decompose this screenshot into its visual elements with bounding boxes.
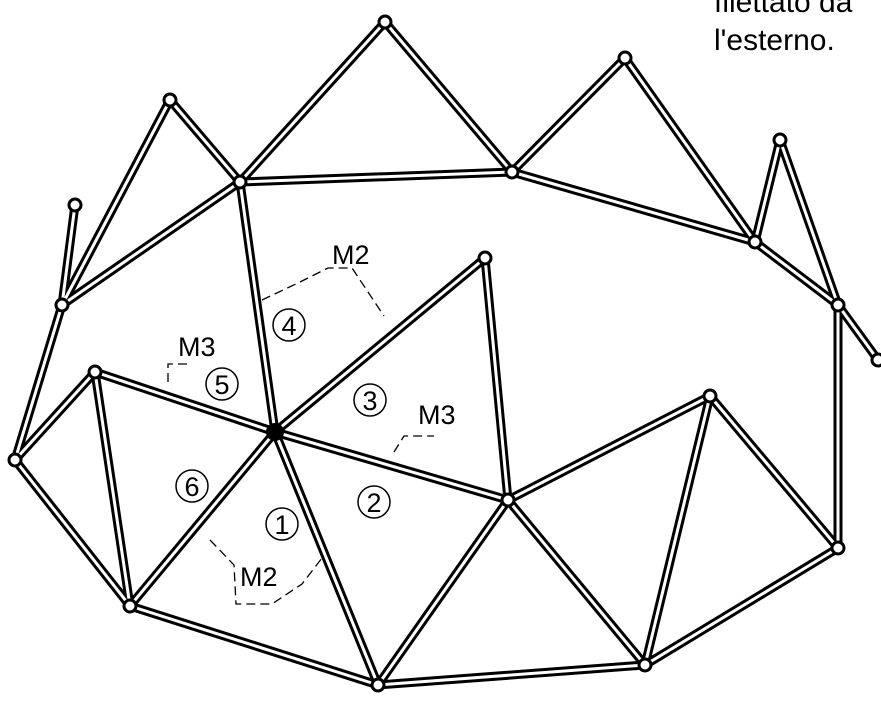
strut-highlight bbox=[510, 56, 627, 174]
leader-lines bbox=[167, 267, 434, 605]
strut-highlight bbox=[13, 370, 97, 462]
joint-node bbox=[377, 14, 393, 30]
strut-highlight bbox=[708, 394, 840, 550]
strut-label-1: 1 bbox=[265, 507, 299, 541]
strut-highlight bbox=[483, 256, 510, 502]
strut-highlight bbox=[238, 170, 514, 184]
strut-highlight bbox=[238, 20, 387, 184]
joint-node bbox=[500, 492, 516, 508]
strut-highlight bbox=[60, 180, 242, 307]
strut-highlight bbox=[273, 256, 487, 434]
joint-node bbox=[7, 452, 23, 468]
strut-highlight bbox=[643, 394, 712, 667]
svg-text:5: 5 bbox=[214, 370, 229, 400]
strut-highlight bbox=[753, 240, 840, 307]
strut-highlight bbox=[506, 498, 647, 667]
m3-right-leader bbox=[393, 435, 434, 453]
m2-upper-leader bbox=[261, 267, 385, 317]
strut-label-6: 6 bbox=[175, 469, 209, 503]
strut-highlight bbox=[93, 370, 277, 434]
strut-label-2: 2 bbox=[357, 485, 391, 519]
joint-node bbox=[702, 388, 718, 404]
joint-node bbox=[637, 657, 653, 673]
strut-highlight bbox=[376, 663, 647, 687]
svg-text:3: 3 bbox=[362, 386, 377, 416]
joint-nodes bbox=[7, 14, 881, 693]
strut-highlight bbox=[623, 56, 757, 244]
strut-label-4: 4 bbox=[272, 308, 306, 342]
strut-highlight bbox=[643, 546, 840, 667]
m2-lower-leader bbox=[209, 539, 323, 605]
strut-highlight bbox=[510, 170, 757, 244]
strut-highlight bbox=[836, 303, 880, 362]
joint-node bbox=[772, 132, 788, 148]
joint-node bbox=[617, 50, 633, 66]
svg-text:2: 2 bbox=[366, 488, 381, 518]
strut-frame bbox=[10, 17, 881, 690]
m2-upper-label: M2 bbox=[332, 240, 370, 270]
strut-highlight bbox=[376, 498, 510, 687]
joint-node bbox=[747, 234, 763, 250]
svg-text:6: 6 bbox=[184, 472, 199, 502]
svg-text:1: 1 bbox=[274, 510, 289, 540]
strut-highlight bbox=[238, 180, 277, 434]
svg-text:4: 4 bbox=[281, 311, 296, 341]
strut-highlight bbox=[93, 370, 132, 608]
joint-node bbox=[67, 197, 83, 213]
joint-node bbox=[504, 164, 520, 180]
central-hub bbox=[266, 423, 284, 441]
m3-left-leader bbox=[167, 363, 190, 382]
joint-node bbox=[87, 364, 103, 380]
strut-highlight bbox=[60, 203, 77, 307]
joint-node bbox=[830, 540, 846, 556]
joint-node bbox=[232, 174, 248, 190]
joint-node bbox=[162, 92, 178, 108]
joint-node bbox=[370, 677, 386, 693]
joint-node bbox=[122, 598, 138, 614]
strut-highlight bbox=[753, 138, 782, 244]
labels: 4 5 3 6 2 1 M2 M3 M3 bbox=[175, 240, 456, 592]
strut-highlight bbox=[13, 458, 132, 608]
m2-lower-label: M2 bbox=[240, 562, 278, 592]
joint-node bbox=[54, 297, 70, 313]
strut-highlight bbox=[273, 430, 380, 687]
strut-highlight bbox=[60, 98, 172, 307]
caption-line-2: l'esterno. bbox=[714, 24, 835, 57]
joint-node bbox=[830, 297, 846, 313]
strut-highlight bbox=[128, 604, 380, 687]
strut-highlight bbox=[128, 430, 277, 608]
strut-highlight bbox=[13, 303, 64, 462]
strut-highlight bbox=[383, 20, 514, 174]
m3-left-label: M3 bbox=[178, 332, 216, 362]
strut-highlight bbox=[273, 430, 510, 502]
strut-highlight bbox=[506, 394, 712, 502]
m3-right-label: M3 bbox=[418, 400, 456, 430]
caption-line-1: filettato da bbox=[714, 0, 853, 19]
joint-node bbox=[870, 352, 881, 368]
strut-highlight bbox=[778, 138, 840, 307]
strut-label-3: 3 bbox=[353, 383, 387, 417]
strut-highlight bbox=[168, 98, 242, 184]
joint-node bbox=[477, 250, 493, 266]
strut-label-5: 5 bbox=[205, 367, 239, 401]
